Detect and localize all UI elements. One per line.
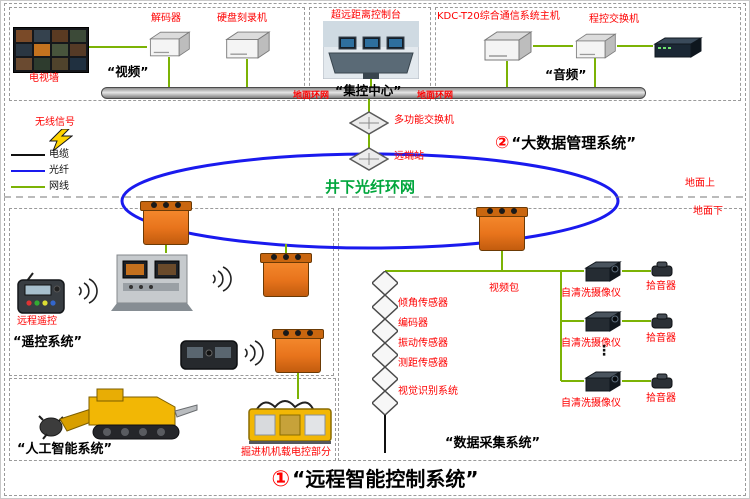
audio-device-icon (575, 33, 616, 59)
video-pack-label: 视频包 (489, 283, 519, 294)
pickup-label-3: 拾音器 (646, 393, 676, 404)
multifunction-switch-icon (349, 111, 389, 135)
below-ground-label: 地面下 (693, 206, 723, 217)
video-section-box (9, 7, 305, 101)
console-label: 超远距离控制台 (331, 10, 401, 21)
pickup-icon-1 (651, 261, 673, 277)
big-data-number: ② (495, 133, 510, 153)
pickup-label-1: 拾音器 (646, 281, 676, 292)
diagram-title-number: ① (271, 467, 291, 492)
flameproof-box-c (272, 329, 324, 373)
remote-system-label: “遥控系统” (13, 335, 83, 350)
operator-console-image (111, 254, 193, 311)
daq-system-box (338, 208, 742, 461)
surface-ring-label-right: 地面环网 (417, 91, 454, 101)
decoder-device-icon (149, 31, 190, 57)
camera-icon-3 (585, 371, 621, 392)
sensor-label-tilt: 倾角传感器 (398, 298, 448, 309)
handheld-remote-image (17, 272, 65, 314)
tv-wall-image (13, 27, 89, 73)
comm-host-device-icon (484, 31, 532, 61)
ethernet-legend-label: 网线 (49, 181, 69, 192)
sensor-chain-icon (372, 271, 398, 415)
audio-section-label: “音频” (545, 67, 587, 82)
pickup-label-2: 拾音器 (646, 333, 676, 344)
camera-label-2: 自清洗摄像仪 (561, 338, 621, 349)
wireless-signal-label: 无线信号 (35, 117, 75, 128)
camera-label-3: 自清洗摄像仪 (561, 398, 621, 409)
onboard-remote-image (180, 340, 238, 370)
pickup-icon-3 (651, 373, 673, 389)
control-center-box (309, 7, 431, 101)
surface-ring-label-left: 地面环网 (293, 91, 330, 101)
flameproof-box-d (476, 207, 528, 251)
sensor-label-ranging: 测距传感器 (398, 358, 448, 369)
remote-station-icon (349, 147, 389, 171)
cameras-ellipsis: ⋮ (597, 343, 611, 359)
remote-control-label: 远程遥控 (17, 316, 57, 327)
flameproof-box-a (140, 201, 192, 245)
sensor-label-vibration: 振动传感器 (398, 338, 448, 349)
sensor-label-vision: 视觉识别系统 (398, 386, 458, 397)
control-desk-image (323, 21, 419, 79)
multifunction-switch-label: 多功能交换机 (394, 115, 454, 126)
recorder-device-icon (225, 31, 270, 59)
cable-legend-label: 电缆 (49, 149, 69, 160)
big-data-system-heading: ②“大数据管理系统” (495, 132, 636, 153)
diagram-title-label: “远程智能控制系统” (292, 467, 479, 491)
camera-icon-2 (585, 311, 621, 332)
daq-system-label: “数据采集系统” (445, 436, 541, 451)
big-data-label: “大数据管理系统” (511, 134, 637, 152)
camera-icon-1 (585, 261, 621, 282)
pbx-label: 程控交换机 (589, 14, 639, 25)
outer-frame (4, 3, 746, 496)
video-section-label: “视频” (107, 64, 149, 79)
sensor-label-encoder: 编码器 (398, 318, 428, 329)
fiber-legend-label: 光纤 (49, 165, 69, 176)
camera-label-1: 自清洗摄像仪 (561, 288, 621, 299)
fiber-ring-label: 井下光纤环网 (324, 178, 415, 196)
pickup-icon-2 (651, 313, 673, 329)
roadheader-machine-image (38, 388, 198, 440)
machine-control-unit-image (248, 400, 332, 444)
audio-section-box (435, 7, 741, 101)
tv-wall-label: 电视墙 (29, 73, 59, 84)
machine-control-label: 掘进机机载电控部分 (241, 447, 331, 458)
lightning-icon (49, 129, 73, 151)
pbx-device-icon (654, 37, 702, 58)
recorder-label: 硬盘刻录机 (217, 13, 267, 24)
flameproof-box-b (260, 253, 312, 297)
decoder-label: 解码器 (151, 13, 181, 24)
diagram-title: ①“远程智能控制系统” (1, 463, 749, 492)
ai-system-box (9, 378, 336, 461)
control-center-label: “集控中心” (335, 83, 402, 98)
comm-host-label: KDC-T20综合通信系统主机 (437, 11, 560, 22)
remote-station-label: 远端站 (394, 151, 424, 162)
ai-system-label: “人工智能系统” (17, 442, 113, 457)
above-ground-label: 地面上 (685, 178, 715, 189)
surface-ring-bus (101, 87, 646, 99)
